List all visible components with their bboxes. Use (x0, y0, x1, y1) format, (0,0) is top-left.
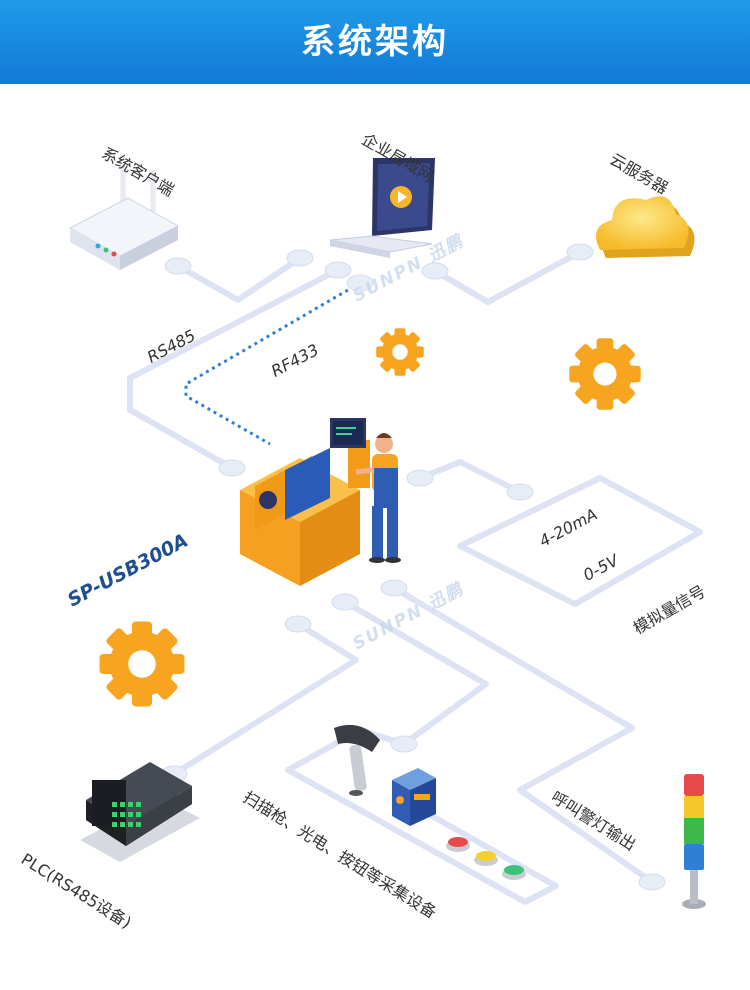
cloud-icon (596, 196, 695, 258)
laptop-icon (329, 158, 435, 258)
tower-light-icon (682, 774, 706, 909)
analog-line-a (417, 459, 523, 495)
rf433-dotted-line (184, 281, 361, 446)
page-title: 系统架构 (301, 22, 449, 62)
plc-icon (80, 762, 200, 862)
architecture-diagram: 系统客户端 企业局域网 云服务器 RS485 RF433 SP-USB300A … (0, 84, 750, 990)
cloud-line (432, 249, 583, 305)
worker-icon (355, 433, 401, 563)
alarm-line (391, 585, 655, 885)
header-bar (0, 0, 750, 84)
gear-icon (569, 338, 641, 410)
rs485-line (127, 267, 341, 471)
plc-line (171, 621, 359, 777)
analog-loop (457, 475, 703, 607)
gear-icon (99, 621, 185, 707)
diagram-canvas (68, 158, 706, 909)
client-line (175, 255, 303, 303)
scanner-line (342, 599, 489, 747)
connection-nodes (160, 243, 666, 891)
machine-icon (240, 418, 370, 586)
scanner-icon (334, 724, 380, 796)
button-icon (446, 837, 526, 880)
sensor-icon (392, 768, 436, 826)
gear-icon (376, 328, 424, 376)
router-icon (68, 165, 180, 270)
